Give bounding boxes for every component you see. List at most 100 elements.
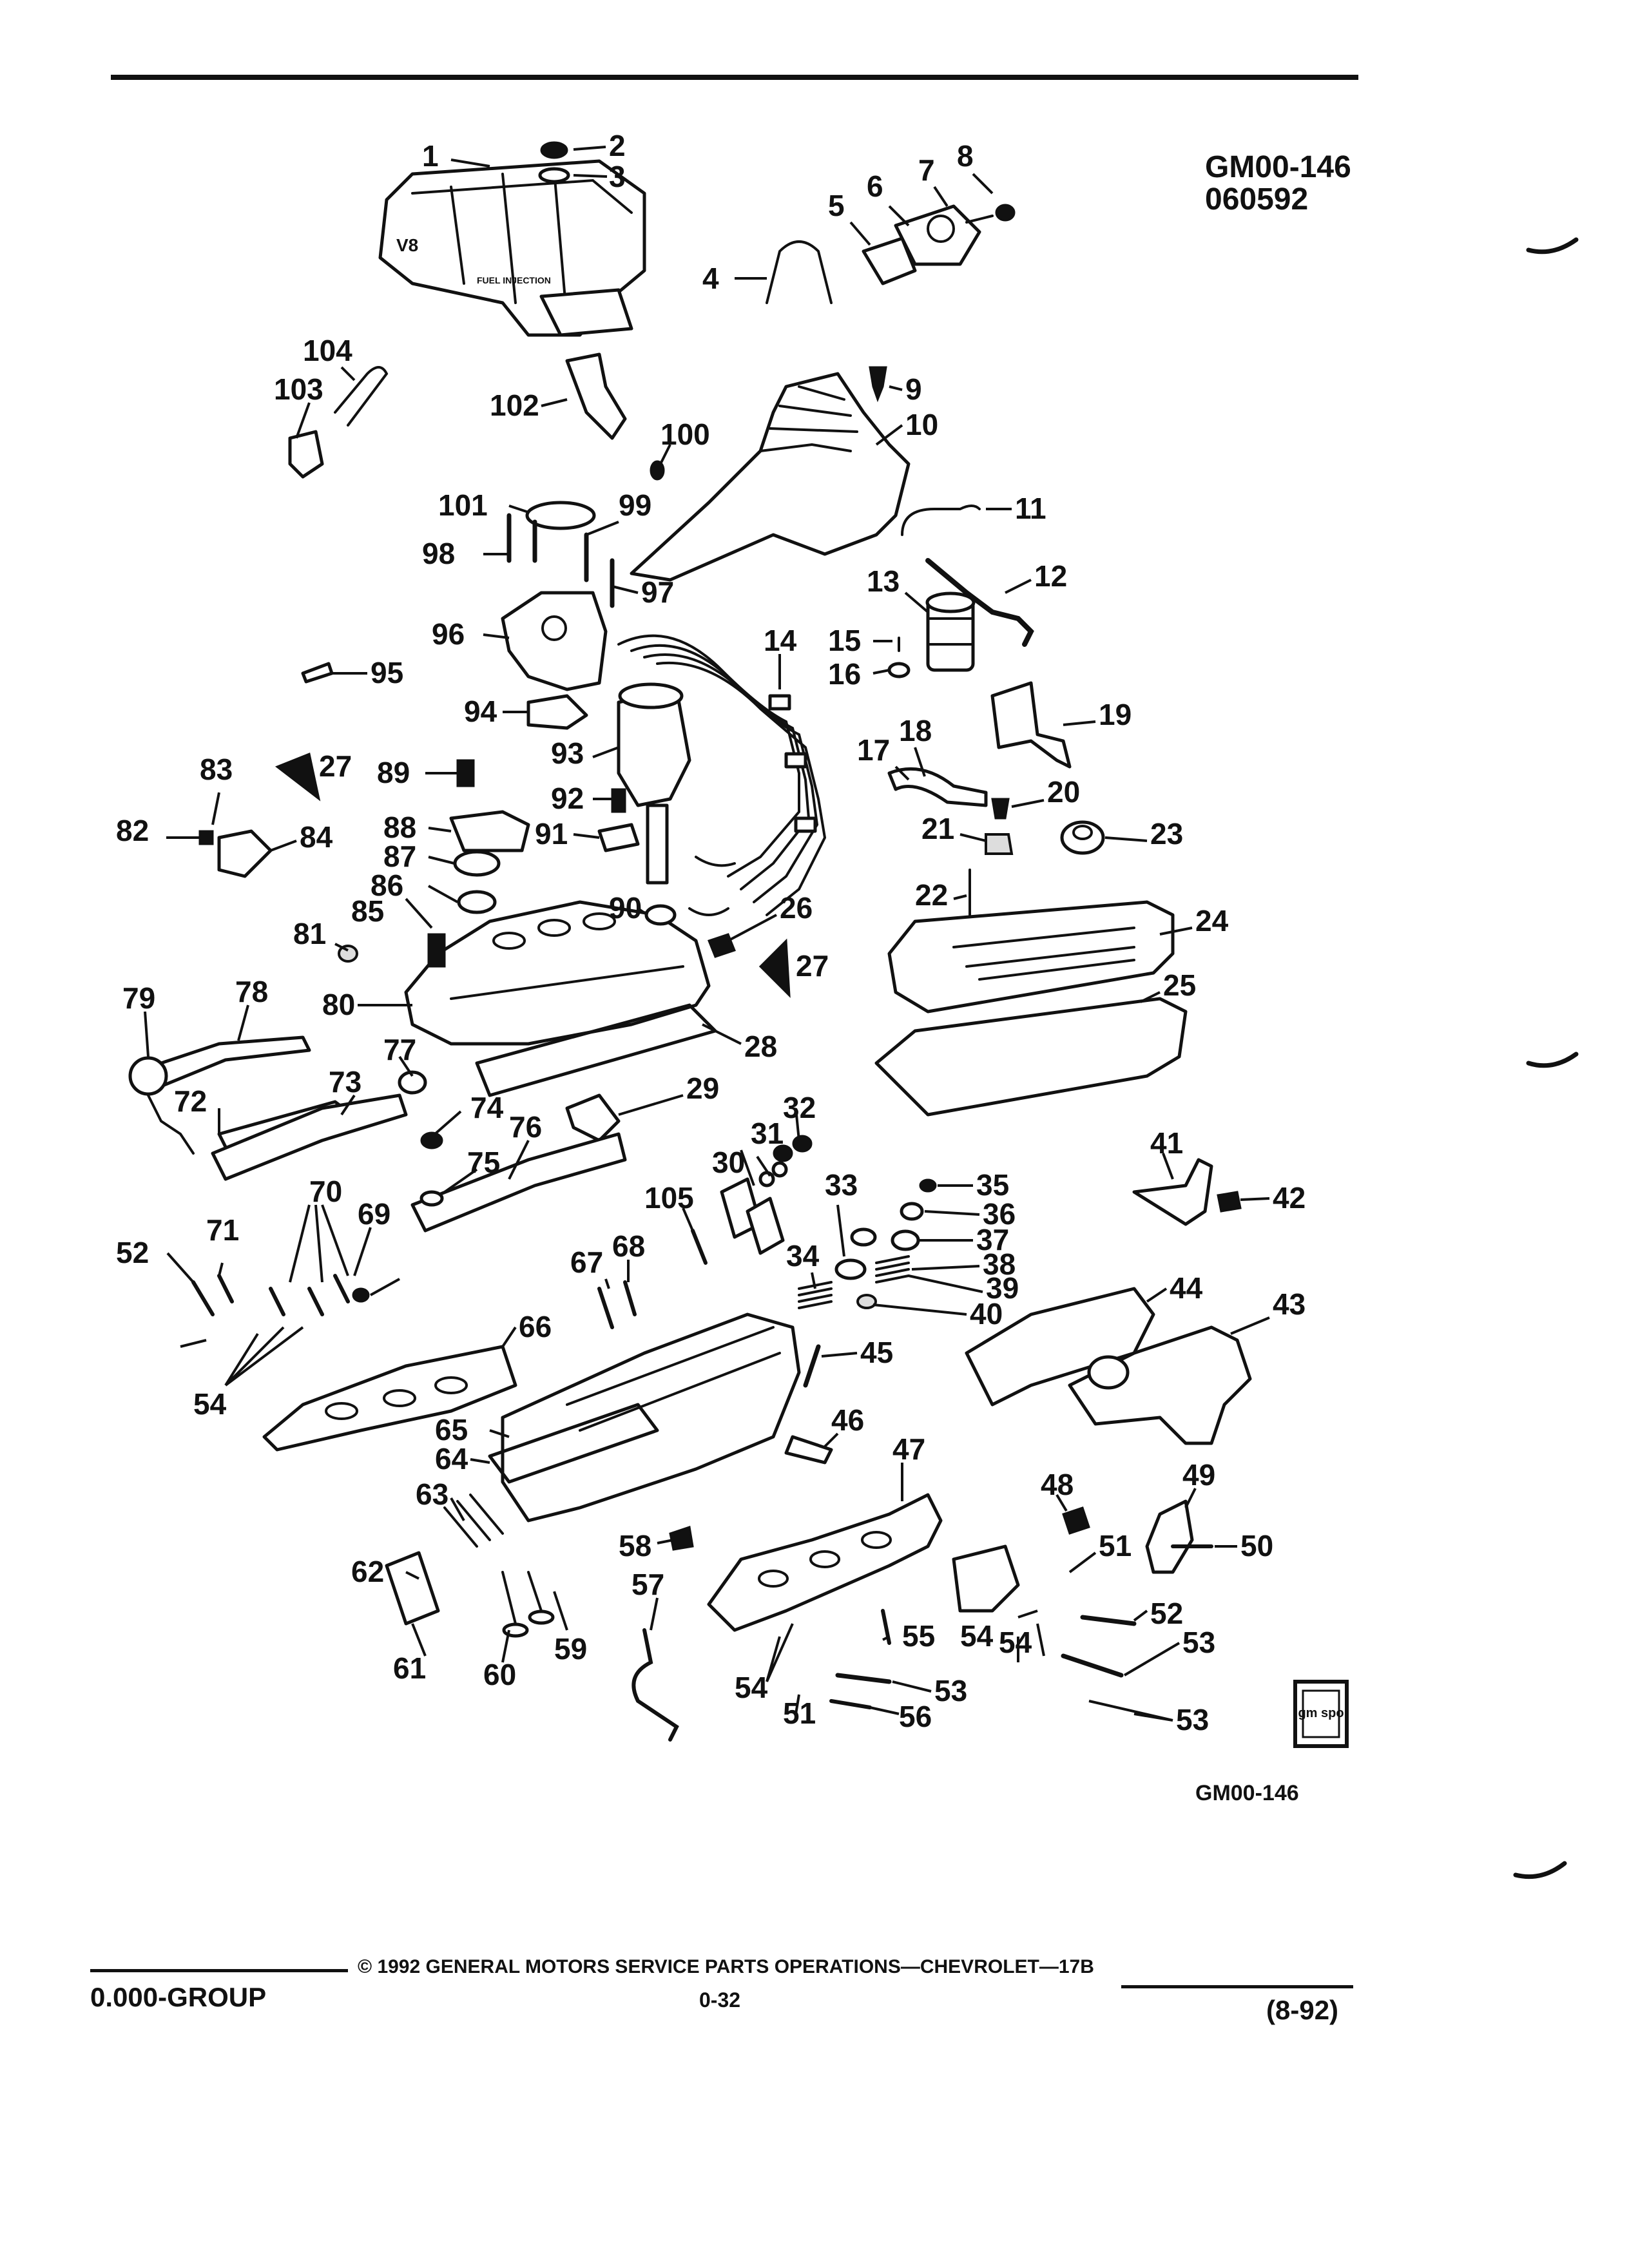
callout-label: 53	[1182, 1626, 1215, 1659]
hose-103	[565, 352, 627, 440]
callout-label: 12	[1034, 559, 1067, 593]
callout-label: 61	[393, 1651, 426, 1685]
callout-label: 54	[193, 1387, 227, 1421]
pushrods	[443, 1494, 504, 1548]
callout-label: 54	[735, 1671, 768, 1704]
callout-label: 48	[1041, 1468, 1074, 1501]
bolt-45	[803, 1344, 821, 1388]
callout-label: 68	[612, 1229, 645, 1263]
throttle-body	[501, 591, 608, 691]
gasket-88	[453, 850, 501, 877]
block-48	[1062, 1506, 1090, 1535]
callout-label: 26	[780, 891, 813, 925]
vacuum-hose	[887, 767, 988, 807]
intake-manifold	[404, 900, 711, 1046]
callout-label: 47	[892, 1432, 925, 1466]
spark-plug-wires	[617, 634, 827, 916]
retainer-clip	[869, 366, 887, 403]
callout-label: 38	[983, 1247, 1016, 1281]
callout-label: 95	[371, 656, 403, 689]
callout-label: 16	[828, 657, 861, 691]
callout-label: 86	[371, 869, 403, 902]
callout-label: 53	[934, 1674, 967, 1707]
callout-label: 3	[609, 160, 626, 193]
oxygen-sensor	[631, 1628, 679, 1742]
revision-label: (8-92)	[1266, 1995, 1339, 2025]
date-code: 060592	[1205, 182, 1309, 216]
callout-label: 27	[796, 949, 829, 983]
callout-label: 83	[200, 753, 233, 786]
callout-label: 40	[970, 1297, 1003, 1331]
rail-77	[410, 1132, 627, 1233]
arrow-27a	[275, 752, 321, 802]
arrow-27b	[758, 938, 791, 998]
callout-label: 96	[432, 617, 465, 651]
callout-label: 25	[1163, 968, 1196, 1002]
gasket-95	[526, 694, 588, 730]
callout-label: 19	[1099, 698, 1132, 731]
callout-label: 35	[976, 1168, 1009, 1202]
callout-label: 101	[438, 488, 488, 522]
coil-washer	[887, 662, 911, 678]
callout-label: 36	[983, 1197, 1016, 1231]
callout-label: 89	[377, 756, 410, 789]
hose-96	[301, 662, 334, 684]
fitting-78	[398, 1070, 427, 1095]
callout-label: 52	[116, 1236, 149, 1269]
callout-label: 82	[116, 814, 149, 847]
head-gasket	[488, 1403, 659, 1484]
air-intake-duct	[630, 372, 911, 582]
callout-label: 94	[464, 695, 497, 728]
clamp-92	[597, 823, 640, 852]
callout-label: 53	[1176, 1703, 1209, 1736]
exhaust-manifold-left	[262, 1345, 517, 1452]
footer-rule-left	[90, 1969, 348, 1972]
callout-label: 103	[274, 372, 323, 406]
heat-shields	[965, 1287, 1252, 1445]
callout-label: 44	[1170, 1271, 1203, 1305]
callout-label: 46	[831, 1403, 864, 1437]
fasteners-70-72	[191, 1274, 370, 1316]
callout-label: 56	[899, 1700, 932, 1733]
bracket-clip	[766, 240, 833, 304]
callout-label: 27	[319, 749, 352, 783]
caption-id: GM00-146	[1195, 1781, 1299, 1805]
callout-label: 66	[519, 1310, 552, 1343]
callout-label: 97	[641, 575, 674, 609]
bolt-57	[829, 1699, 872, 1709]
thermostat-87	[457, 890, 497, 914]
callout-label: 28	[744, 1030, 777, 1063]
callout-label: 18	[899, 714, 932, 747]
oil-filler-cap	[1060, 820, 1105, 855]
callout-label: 73	[329, 1065, 361, 1099]
bracket-85	[217, 829, 273, 878]
callout-label: 51	[783, 1696, 816, 1730]
callout-label: 11	[1015, 492, 1046, 525]
callout-label: 52	[1150, 1597, 1183, 1630]
bracket-41	[1132, 1158, 1213, 1226]
callout-label: 77	[383, 1033, 416, 1066]
cover-text-v8: V8	[396, 235, 418, 255]
valve-cover-gasket	[874, 997, 1188, 1117]
callout-label: 104	[303, 334, 352, 367]
callout-label: 71	[206, 1213, 239, 1247]
gm-spo-badge: gm spo	[1293, 1680, 1349, 1748]
margin-marks	[1513, 237, 1579, 1879]
copyright-line: © 1992 GENERAL MOTORS SERVICE PARTS OPER…	[358, 1956, 1094, 1977]
callout-label: 63	[416, 1477, 448, 1511]
housing-89	[449, 810, 530, 852]
group-label: 0.000-GROUP	[90, 1982, 267, 2012]
callout-label: 29	[686, 1072, 719, 1105]
hose-105	[334, 366, 389, 427]
valves	[501, 1571, 555, 1638]
wire-harness	[925, 558, 1034, 647]
callout-label: 45	[860, 1336, 893, 1369]
diagram-id: GM00-146	[1205, 150, 1351, 184]
callout-label: 42	[1273, 1181, 1306, 1215]
callout-label: 99	[619, 488, 651, 522]
callout-label: 90	[609, 891, 642, 925]
bracket-29	[565, 1093, 621, 1142]
ignition-coil	[925, 591, 976, 672]
callout-label: 10	[905, 408, 938, 441]
callout-label: 57	[631, 1568, 664, 1601]
